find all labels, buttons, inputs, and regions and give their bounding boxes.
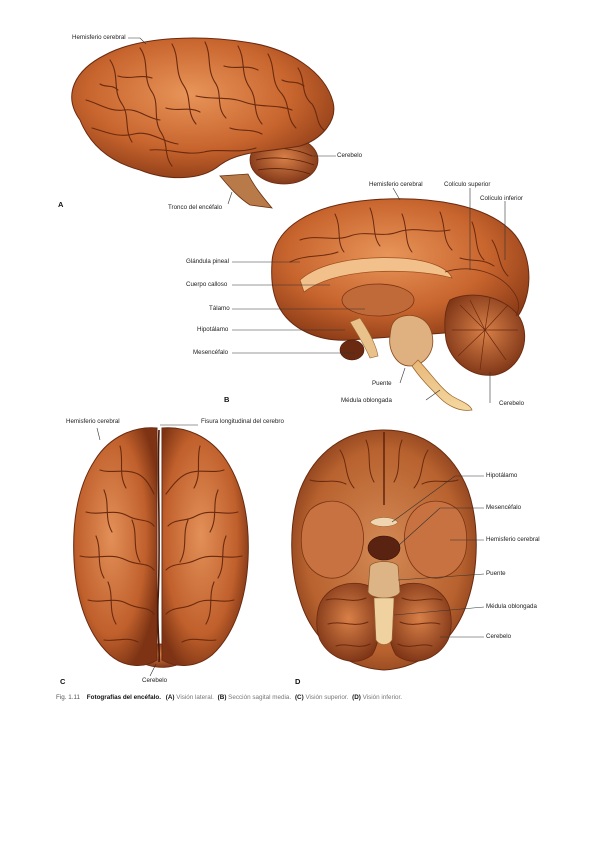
panel-d-letter: D bbox=[295, 677, 301, 686]
caption-part-desc: Sección sagital media. bbox=[228, 694, 292, 701]
panel-b-label-coliculo-inferior: Colículo inferior bbox=[480, 195, 523, 202]
panel-b-thalamus bbox=[341, 283, 415, 317]
panel-b-letter: B bbox=[224, 395, 230, 404]
caption-part-letter: (C) bbox=[294, 694, 304, 701]
panel-d-label-puente: Puente bbox=[486, 570, 506, 577]
panel-d-leader-lines bbox=[391, 475, 485, 638]
panel-c-label-hemisferio: Hemisferio cerebral bbox=[66, 418, 120, 425]
panel-d-left-temporal-lobe bbox=[300, 500, 364, 579]
panel-b-label-cuerpo-calloso: Cuerpo calloso bbox=[186, 281, 228, 288]
panel-d-label-hipotalamo: Hipotálamo bbox=[486, 472, 518, 479]
panel-a-leader-lines bbox=[128, 37, 336, 205]
panel-a-label-cerebelo: Cerebelo bbox=[337, 152, 363, 159]
panel-d-label-cerebelo: Cerebelo bbox=[486, 633, 512, 640]
panel-c-longitudinal-fissure bbox=[156, 429, 161, 663]
panel-d-label-medula: Médula oblongada bbox=[486, 603, 537, 610]
panel-d-optic-chiasm bbox=[369, 517, 399, 527]
panel-d-right-temporal-lobe bbox=[404, 500, 468, 579]
caption-part-desc: Visión lateral. bbox=[176, 694, 214, 701]
panel-b-label-mesencefalo: Mesencéfalo bbox=[193, 349, 229, 356]
panel-d-label-hemisferio: Hemisferio cerebral bbox=[486, 536, 540, 543]
panel-b-label-cerebelo: Cerebelo bbox=[499, 400, 525, 407]
panel-b-corpus-callosum bbox=[299, 257, 453, 293]
panel-b-medulla bbox=[411, 359, 473, 411]
caption-part-letter: (B) bbox=[217, 694, 227, 701]
panel-d-label-mesencefalo: Mesencéfalo bbox=[486, 504, 522, 511]
panel-c-brain bbox=[73, 427, 249, 668]
panel-a-label-hemisferio: Hemisferio cerebral bbox=[72, 34, 126, 41]
panel-d-cerebellum-right bbox=[387, 583, 452, 662]
panel-a-letter: A bbox=[58, 200, 64, 209]
panel-d-midbrain bbox=[367, 535, 401, 561]
figure-caption: Fig. 1.11 Fotografías del encéfalo. (A) … bbox=[56, 694, 404, 701]
panel-c-label-fisura: Fisura longitudinal del cerebro bbox=[201, 418, 284, 425]
caption-part-desc: Visión inferior. bbox=[362, 694, 403, 701]
panel-d-medulla bbox=[373, 597, 395, 645]
panel-b-hypothalamus-region bbox=[339, 339, 365, 361]
panel-a-label-tronco: Tronco del encéfalo bbox=[168, 204, 223, 211]
panel-b-brain bbox=[271, 198, 530, 411]
panel-b-label-hemisferio: Hemisferio cerebral bbox=[369, 181, 423, 188]
panel-a-cerebrum bbox=[71, 37, 335, 179]
panel-b-label-medula: Médula oblongada bbox=[341, 397, 392, 404]
panel-b-label-glandula-pineal: Glándula pineal bbox=[186, 258, 230, 265]
panel-d-brain bbox=[291, 429, 477, 671]
panel-a-brain bbox=[71, 37, 335, 209]
caption-fig-number: Fig. 1.11 bbox=[56, 694, 81, 701]
panel-b-label-puente: Puente bbox=[372, 380, 392, 387]
panel-b-label-hipotalamo: Hipotálamo bbox=[197, 326, 229, 333]
panel-c-left-hemisphere bbox=[73, 427, 158, 666]
caption-title: Fotografías del encéfalo. bbox=[86, 694, 161, 701]
panel-c-right-hemisphere bbox=[161, 427, 249, 666]
caption-part-letter: (D) bbox=[352, 694, 361, 701]
panel-c-leader-lines bbox=[96, 424, 198, 677]
panel-b-cerebellum bbox=[444, 294, 526, 376]
panel-d-cerebellum-left bbox=[316, 583, 381, 662]
panel-b-label-coliculo-superior: Colículo superior bbox=[444, 181, 491, 188]
panel-c-letter: C bbox=[60, 677, 66, 686]
panel-b-pons bbox=[389, 315, 434, 367]
panel-b-label-talamo: Tálamo bbox=[209, 305, 230, 312]
caption-part-desc: Visión superior. bbox=[305, 694, 349, 701]
panel-d-pons bbox=[367, 561, 401, 599]
caption-part-letter: (A) bbox=[165, 694, 175, 701]
panel-c-label-cerebelo: Cerebelo bbox=[142, 677, 168, 684]
panel-a-brainstem bbox=[219, 173, 273, 209]
panel-b-leader-lines bbox=[232, 187, 506, 403]
